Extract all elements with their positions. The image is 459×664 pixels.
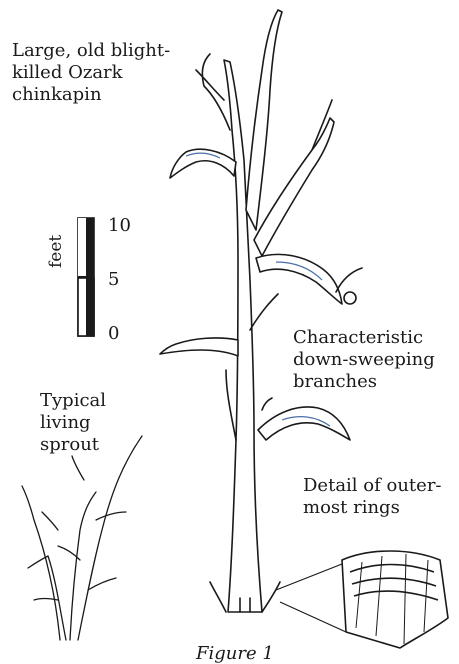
scale-tick-0: 0 [108,324,119,344]
scale-bar [78,218,94,336]
rings-detail [276,551,448,648]
scale-tick-10: 10 [108,216,131,236]
living-sprout [22,436,142,640]
tree-label: Large, old blight- killed Ozark chinkapi… [12,40,170,106]
figure-caption: Figure 1 [196,644,274,664]
rings-label: Detail of outer- most rings [303,475,442,519]
branches-label: Characteristic down-sweeping branches [293,327,435,393]
sprout-label: Typical living sprout [40,390,106,456]
dead-chinkapin-tree [160,10,362,612]
scale-tick-5: 5 [108,270,119,290]
scale-unit-label: feet [46,235,66,268]
